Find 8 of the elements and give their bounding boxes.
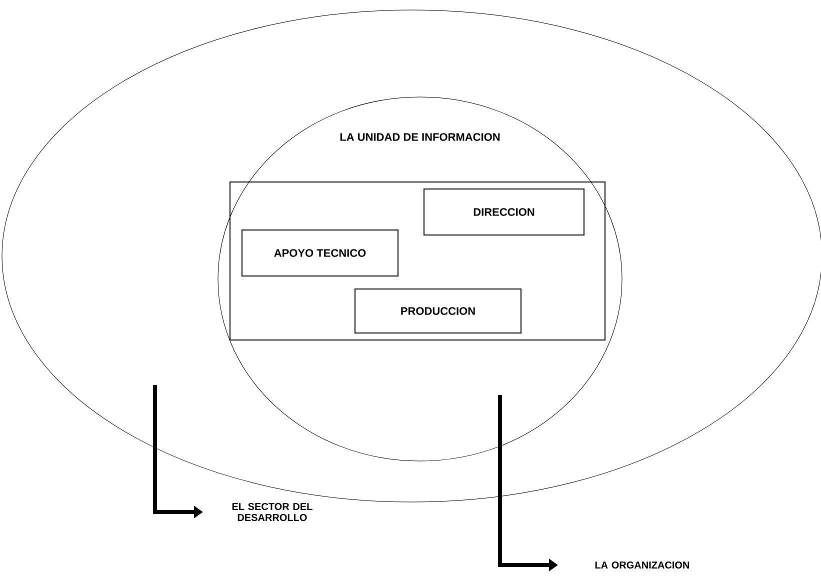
text-box: APOYO TECNICO: [242, 230, 398, 276]
text-box: DIRECCION: [424, 188, 584, 236]
ellipse-outline: [2, 10, 821, 502]
label-text: EL SECTOR DEL DESARROLLO: [232, 502, 312, 522]
title-text: LA UNIDAD DE INFORMACION: [340, 133, 500, 141]
text-box: PRODUCCION: [354, 288, 522, 334]
circle-outline: [218, 96, 622, 462]
label-text: LA ORGANIZACION: [595, 561, 690, 569]
